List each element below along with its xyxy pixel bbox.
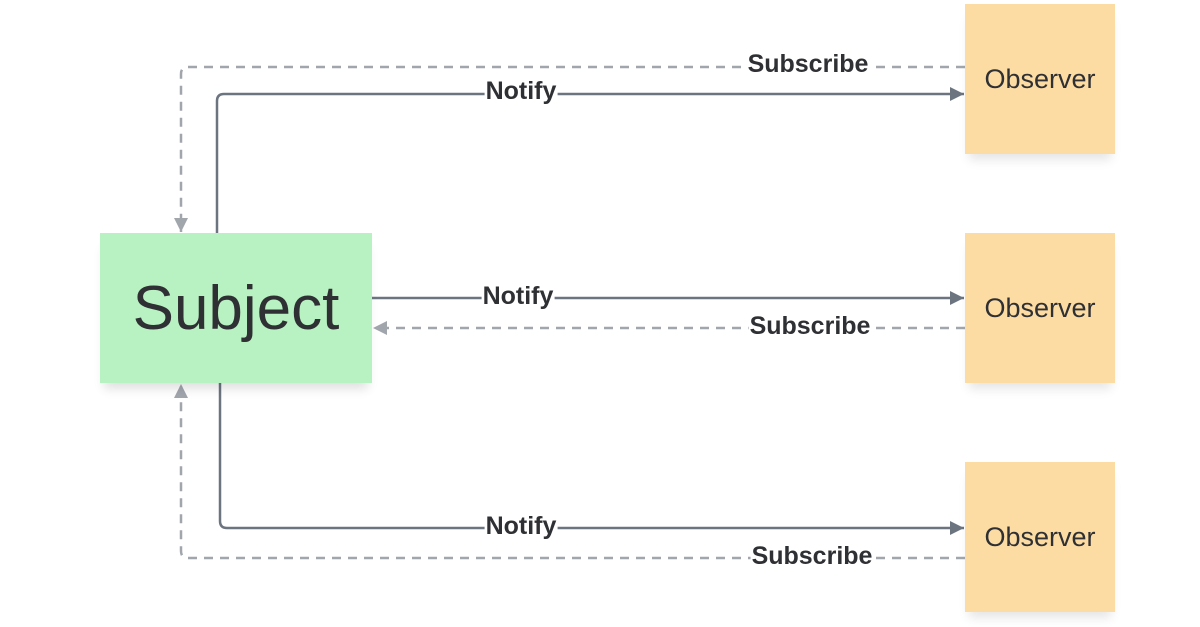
edge-subscribe-observer-3 — [174, 384, 965, 560]
observer-node-2[interactable]: Observer — [965, 233, 1115, 383]
edge-subscribe-observer-1 — [174, 65, 965, 232]
observer-label: Observer — [984, 521, 1096, 552]
subject-node[interactable]: Subject — [100, 233, 372, 383]
edge-label-notify-3: Notify — [484, 512, 558, 540]
edge-label-notify-1: Notify — [484, 77, 558, 105]
observer-node-3[interactable]: Observer — [965, 462, 1115, 612]
subject-label: Subject — [132, 273, 340, 343]
edge-label-subscribe-3: Subscribe — [750, 542, 874, 570]
observer-node-1[interactable]: Observer — [965, 4, 1115, 154]
observer-label: Observer — [984, 63, 1096, 94]
edge-label-subscribe-2: Subscribe — [748, 312, 872, 340]
edge-notify-observer-1 — [215, 87, 964, 233]
edge-notify-observer-3 — [218, 383, 964, 535]
observer-label: Observer — [984, 292, 1096, 323]
edge-label-notify-2: Notify — [481, 282, 555, 310]
edge-label-subscribe-1: Subscribe — [746, 50, 870, 78]
